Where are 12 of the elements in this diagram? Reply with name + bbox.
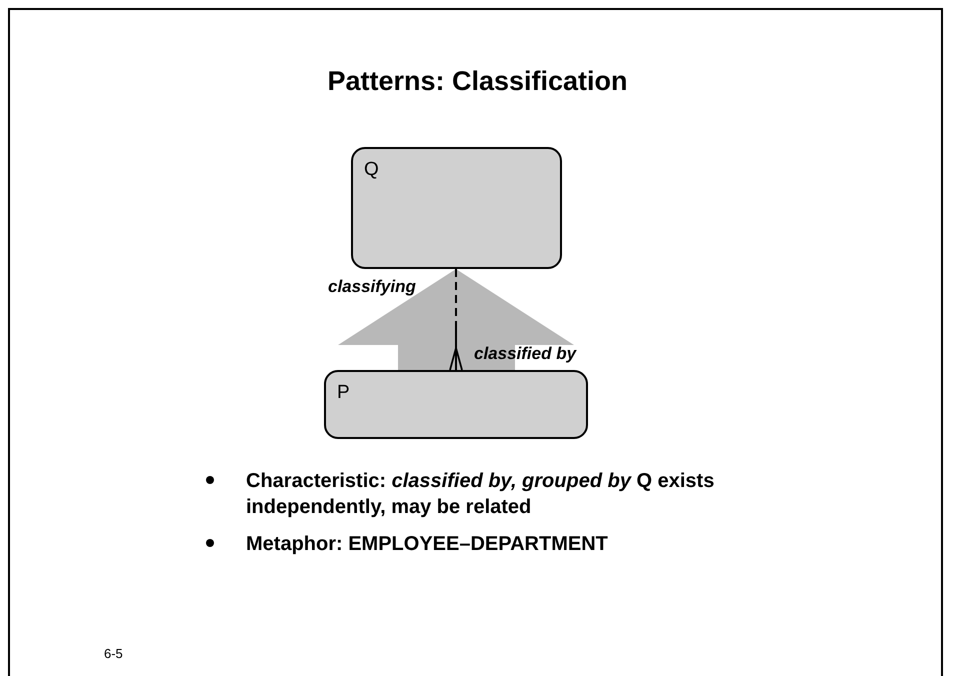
block-arrow xyxy=(338,269,574,370)
role-label: classified by xyxy=(474,344,576,364)
role-label: classifying xyxy=(328,277,416,297)
bullet-text: Characteristic: classified by, grouped by Q exists independently, may be related xyxy=(246,469,716,520)
page-number: 6-5 xyxy=(104,646,123,661)
entity-name: Q xyxy=(364,159,379,181)
entity-box xyxy=(324,370,588,439)
bullet-text: Metaphor: EMPLOYEE–DEPARTMENT xyxy=(246,532,609,557)
entity-box xyxy=(351,147,562,269)
slide-title: Patterns: Classification xyxy=(326,66,629,97)
entity-name: P xyxy=(337,382,350,404)
relationship-line xyxy=(449,269,463,371)
